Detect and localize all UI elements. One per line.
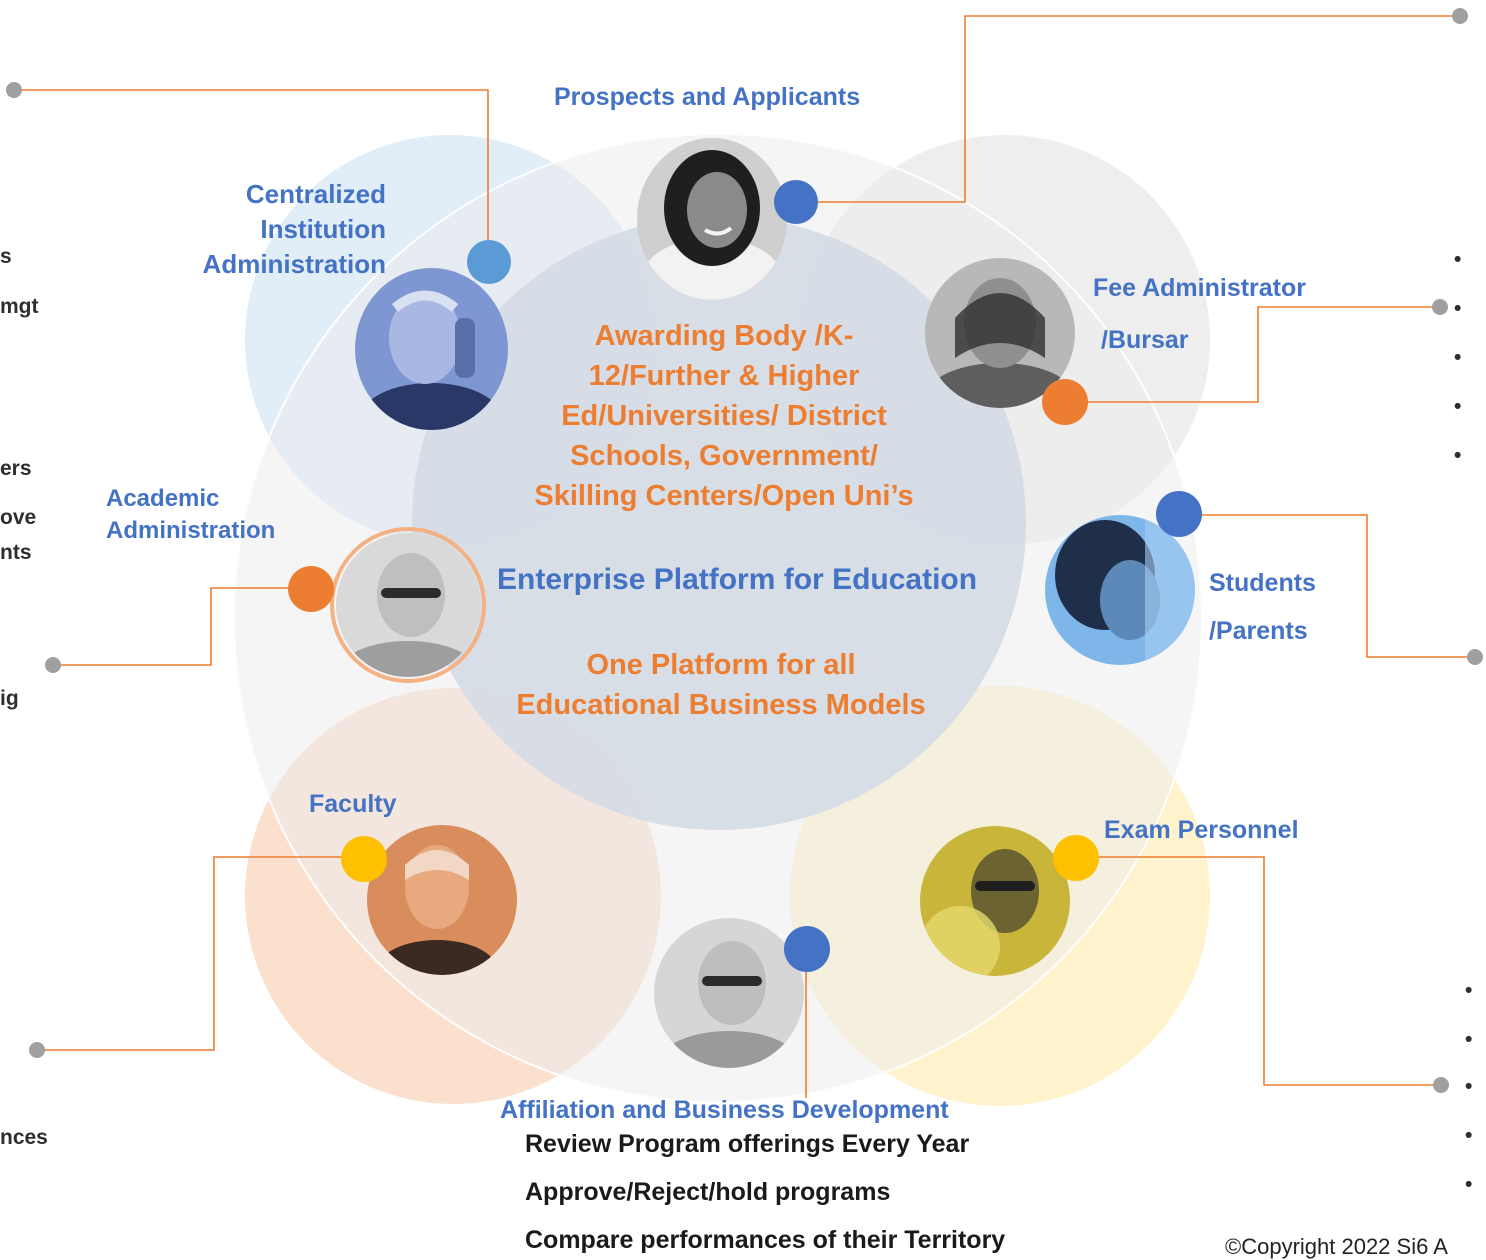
endpoint-dot [1432,299,1448,315]
right-bullet: • [1465,1173,1473,1196]
avatar-students [1045,515,1195,665]
label-prospects: Prospects and Applicants [554,83,861,111]
center-line: Ed/Universities/ District [561,400,887,432]
line-central-admin [22,89,489,268]
line-academic-admin [55,587,310,666]
node-dot-students [1156,491,1202,537]
line-exam [1075,856,1441,1086]
left-cutoff-text: nts [0,541,32,564]
center-line: 12/Further & Higher [588,360,860,392]
center-line: Awarding Body /K- [594,320,854,352]
label-faculty: Faculty [309,790,397,818]
center-tagline: One Platform for all Educational Busines… [490,645,952,725]
affiliation-item: Approve/Reject/hold programs [525,1178,891,1206]
endpoint-dot [29,1042,45,1058]
center-institution-types: Awarding Body /K- 12/Further & Higher Ed… [494,316,954,516]
right-bullet: • [1454,346,1462,369]
label-line: /Parents [1209,617,1308,645]
avatar-faculty [367,825,517,975]
affiliation-item: Review Program offerings Every Year [525,1130,970,1158]
right-bullet: • [1454,444,1462,467]
right-bullet: • [1465,1075,1473,1098]
line-students [1180,514,1475,658]
line-prospects [800,15,1462,203]
right-bullet: • [1465,1028,1473,1051]
endpoint-dot [1433,1077,1449,1093]
inner-core [412,216,1026,830]
left-cutoff-text: mgt [0,295,39,318]
node-dot-fee-admin [1042,379,1088,425]
right-bullet: • [1465,979,1473,1002]
label-line: Academic [106,485,220,512]
label-line: Students [1209,569,1316,597]
line-faculty [38,856,362,1051]
label-students: Students /Parents [1209,567,1316,647]
left-cutoff-text: ove [0,506,37,529]
right-bullet: • [1454,297,1462,320]
left-cutoff-text: ig [0,687,19,710]
label-line: Centralized [245,179,386,209]
avatar-central-admin [355,268,508,430]
avatar-ring-academic [330,527,486,683]
center-line: One Platform for all [586,649,856,681]
label-central-admin: Centralized Institution Administration [188,177,386,282]
label-line: Institution [260,214,386,244]
line-fee-admin [1064,306,1440,403]
left-cutoff-text: nces [0,1126,48,1149]
label-line: Fee Administrator [1093,274,1307,302]
label-academic-admin: Academic Administration [106,483,275,547]
endpoint-dot [1467,649,1483,665]
right-bullet: • [1454,395,1462,418]
endpoint-dot [6,82,22,98]
label-fee-admin: Fee Administrator /Bursar [1093,272,1306,356]
node-dot-central-admin [467,240,511,284]
avatar-exam [920,826,1070,976]
center-line: Educational Business Models [516,689,926,721]
label-line: /Bursar [1101,326,1189,354]
center-line: Schools, Government/ [570,440,878,472]
node-dot-faculty [341,836,387,882]
left-cutoff-text: s [0,245,12,268]
center-line: Skilling Centers/Open Uni’s [534,480,914,512]
avatar-prospects [637,138,787,300]
label-exam: Exam Personnel [1104,816,1299,844]
label-line: Administration [106,517,276,544]
endpoint-dot [45,657,61,673]
affiliation-item: Compare performances of their Territory [525,1226,1006,1254]
center-platform-title: Enterprise Platform for Education [497,563,978,596]
avatar-academic-admin [336,533,480,677]
copyright: ©Copyright 2022 Si6 A [1225,1234,1448,1259]
left-cutoff-text: ers [0,457,32,480]
node-dot-affiliation [784,926,830,972]
right-bullet: • [1454,248,1462,271]
node-dot-academic [288,566,334,612]
label-line: Administration [202,249,386,279]
node-dot-prospects [774,180,818,224]
endpoint-dot [1452,8,1468,24]
label-affiliation: Affiliation and Business Development [500,1096,949,1124]
node-dot-exam [1053,835,1099,881]
avatar-affiliation [654,918,804,1068]
right-bullet: • [1465,1124,1473,1147]
